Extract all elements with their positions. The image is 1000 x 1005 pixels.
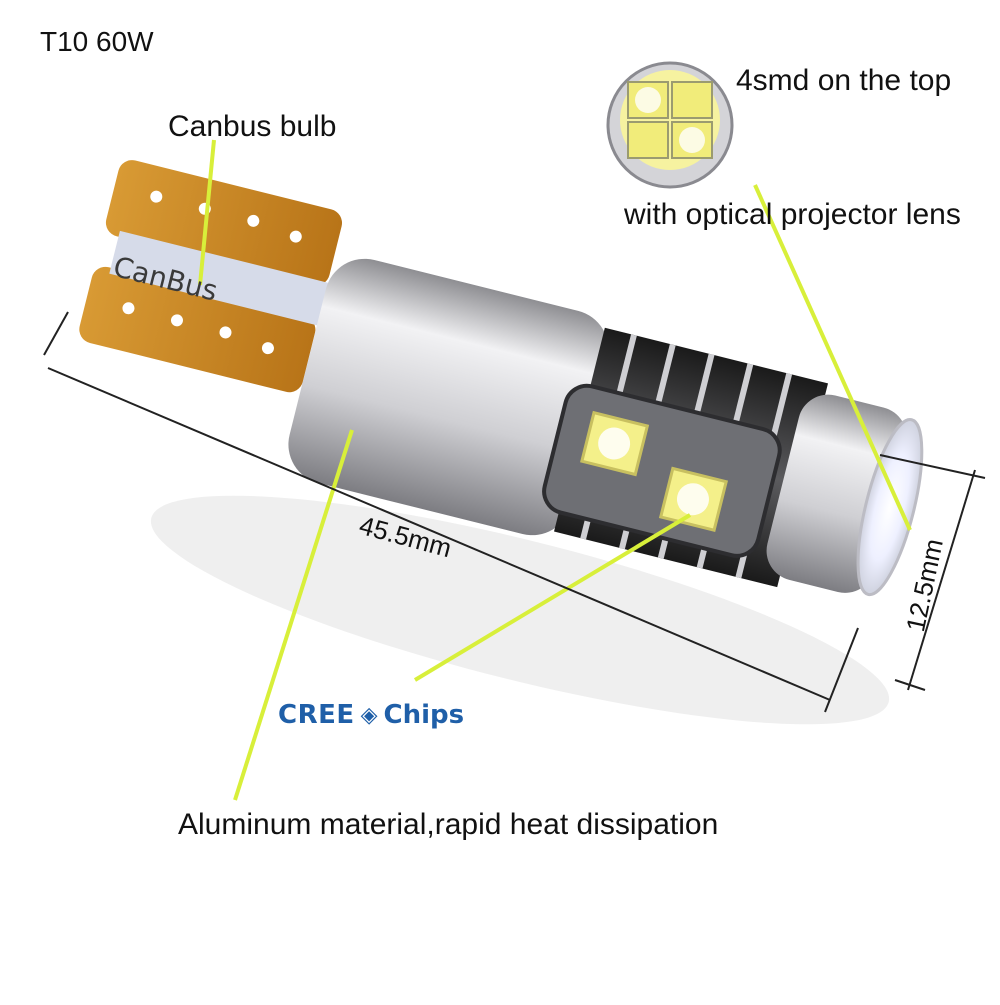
callout-4smd: 4smd on the top bbox=[736, 64, 952, 97]
dimension-lines bbox=[43, 311, 986, 713]
bulb-shadow bbox=[150, 495, 890, 725]
callout-canbus: Canbus bulb bbox=[168, 110, 337, 143]
top-led-inset bbox=[606, 61, 734, 189]
callout-optical-lens: with optical projector lens bbox=[624, 198, 961, 231]
cree-logo: CREE ◈ Chips bbox=[278, 692, 464, 738]
callout-aluminum: Aluminum material,rapid heat dissipation bbox=[178, 808, 719, 841]
product-title: T10 60W bbox=[40, 26, 154, 57]
cree-chips-text: Chips bbox=[383, 700, 465, 730]
cree-brand-text: CREE bbox=[278, 700, 355, 730]
diamond-icon: ◈ bbox=[360, 702, 378, 727]
leader-lines bbox=[198, 139, 912, 801]
pcb-wedge bbox=[79, 160, 343, 393]
